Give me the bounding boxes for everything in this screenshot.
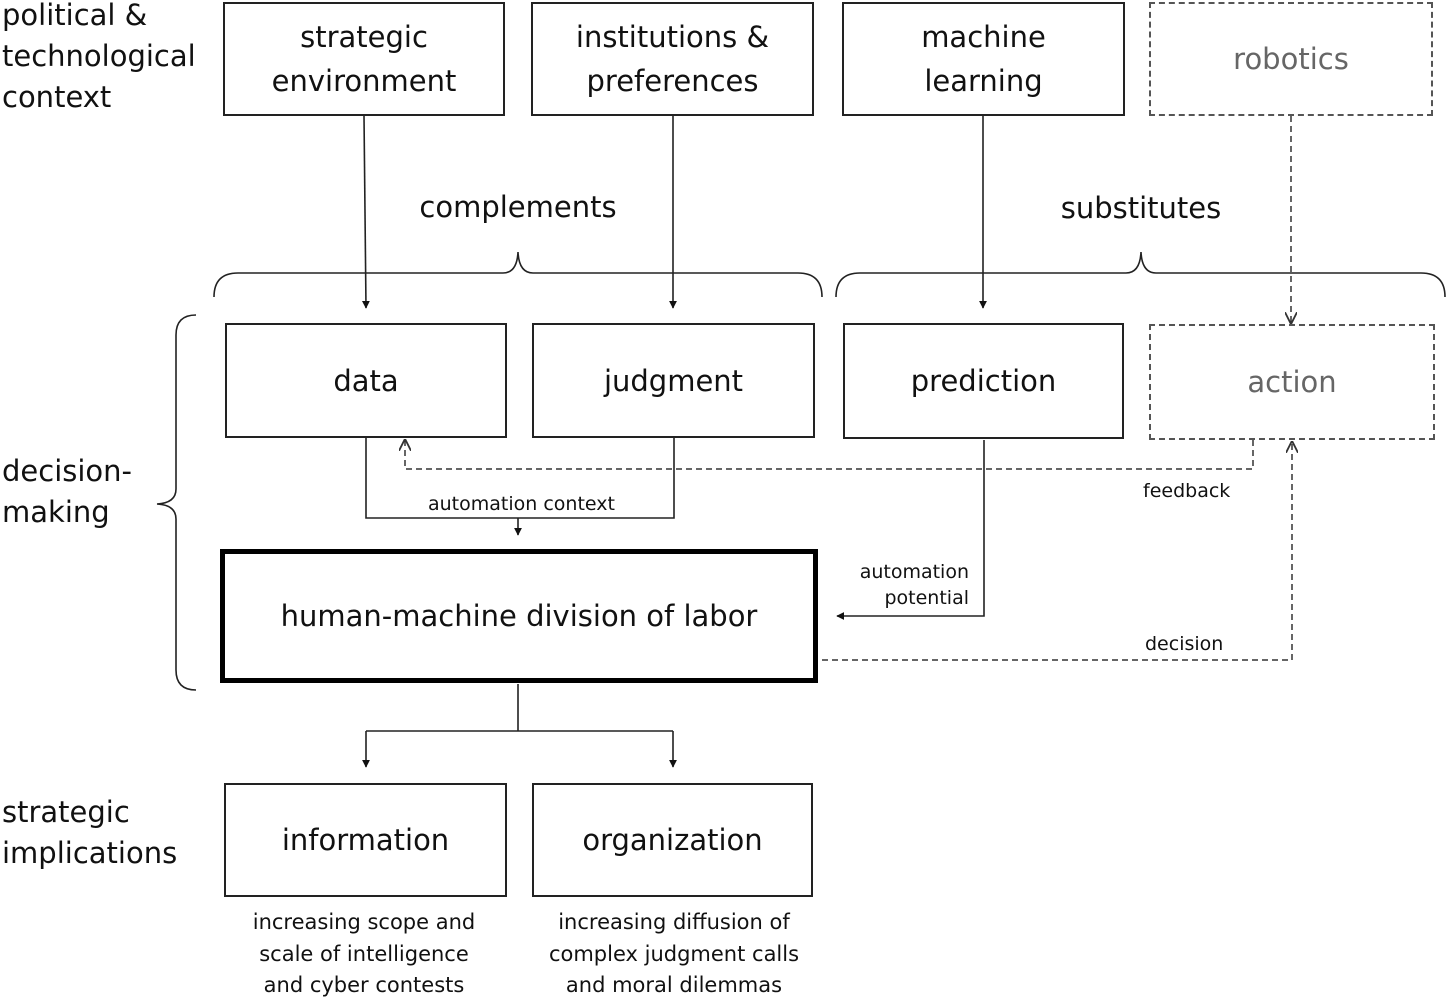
prediction-box: prediction <box>843 323 1124 439</box>
arrow-strategic-to-data <box>361 115 370 309</box>
robotics-box: robotics <box>1149 2 1433 116</box>
feedback-label: feedback <box>1143 480 1231 502</box>
strategic-environment-box: strategic environment <box>223 2 505 116</box>
substitutes-brace <box>835 251 1446 298</box>
row-label-decision-making: decision- making <box>2 454 133 529</box>
judgment-box: judgment <box>532 323 815 438</box>
substitutes-label: substitutes <box>1060 191 1222 225</box>
data-box: data <box>225 323 507 438</box>
institutions-preferences-box: institutions & preferences <box>531 2 814 116</box>
organization-caption: increasing diffusion of complex judgment… <box>548 910 800 997</box>
automation-context-connector <box>365 438 675 519</box>
row-label-implications: strategic implications <box>2 795 178 870</box>
implications-split-connector <box>366 684 673 732</box>
machine-learning-box: machine learning <box>842 2 1125 116</box>
row-label-context: political & technological context <box>2 0 196 114</box>
information-caption: increasing scope and scale of intelligen… <box>252 910 476 997</box>
decision-label: decision <box>1145 633 1224 655</box>
action-box: action <box>1149 324 1435 440</box>
complements-brace <box>213 251 823 298</box>
feedback-connector <box>405 440 1254 470</box>
automation-potential-label: automation potential <box>859 561 969 609</box>
information-box: information <box>224 783 507 897</box>
organization-box: organization <box>532 783 813 897</box>
complements-label: complements <box>419 190 617 224</box>
automation-potential-connector <box>836 440 985 620</box>
automation-context-label: automation context <box>428 493 615 515</box>
decision-making-brace <box>156 314 197 691</box>
human-machine-division-box: human-machine division of labor <box>220 549 818 683</box>
decision-connector <box>822 442 1292 661</box>
